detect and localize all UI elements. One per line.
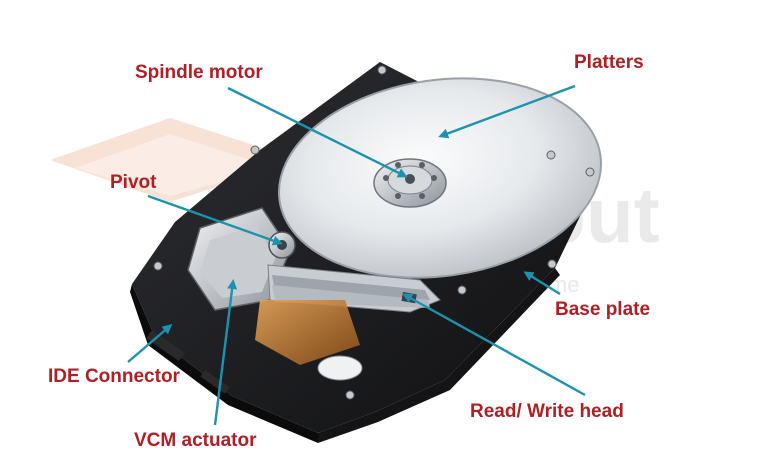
frame-screws xyxy=(153,65,595,400)
label-base-plate: Base plate xyxy=(555,299,651,320)
spindle-motor-hub xyxy=(373,158,447,208)
platters-pointer xyxy=(438,84,576,139)
latch-stop xyxy=(317,355,363,381)
read-write-head-arm xyxy=(255,264,441,365)
pivot-pointer xyxy=(147,194,283,246)
flex-cable xyxy=(255,300,360,365)
label-vcm-actuator: VCM actuator xyxy=(134,430,257,451)
label-platters: Platters xyxy=(574,52,644,73)
base-plate-pointer xyxy=(523,271,561,296)
pointer-arrows xyxy=(127,84,586,426)
ide-connector-pointer xyxy=(127,324,173,363)
label-pivot: Pivot xyxy=(110,172,157,193)
label-ide-connector: IDE Connector xyxy=(48,366,180,387)
label-read-write-head: Read/ Write head xyxy=(470,401,624,422)
spindle-motor-pointer xyxy=(227,86,408,178)
label-spindle-motor: Spindle motor xyxy=(135,62,263,83)
vcm-actuator-assembly xyxy=(187,207,296,311)
vcm-actuator-pointer xyxy=(213,279,238,426)
read-write-head-pointer xyxy=(402,293,586,397)
